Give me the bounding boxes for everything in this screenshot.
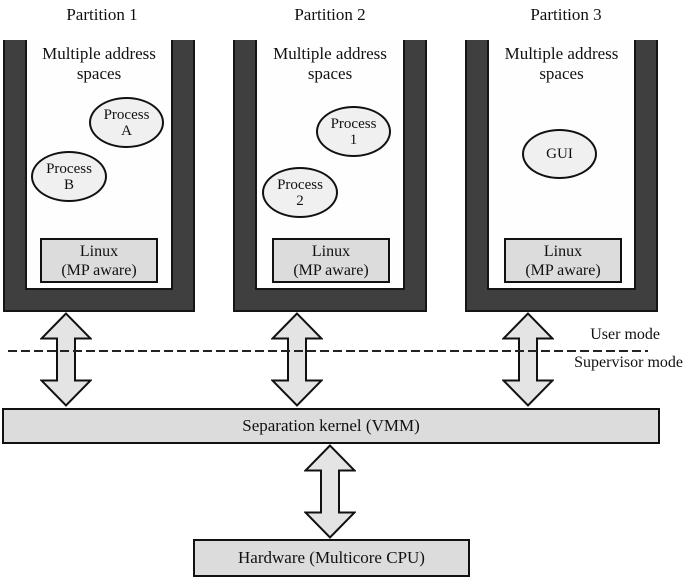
partition-1-os-box: Linux (MP aware)	[40, 238, 158, 283]
partition-2-title: Partition 2	[294, 5, 366, 24]
partition-3-subtitle: Multiple address spaces	[504, 44, 619, 83]
hardware-box: Hardware (Multicore CPU)	[193, 539, 470, 577]
partition-3-container: Multiple address spaces	[465, 40, 658, 312]
partition-1-subtitle: Multiple address spaces	[42, 44, 156, 83]
kernel-hardware-arrow-icon	[304, 444, 356, 539]
gui-ellipse: GUI	[522, 129, 597, 179]
partition-3-os-box: Linux (MP aware)	[504, 238, 622, 283]
user-mode-label: User mode	[590, 326, 660, 343]
mode-boundary-dashline	[8, 350, 648, 352]
partition-1-kernel-arrow-icon	[40, 312, 92, 407]
process-a-ellipse: Process A	[89, 97, 164, 148]
process-1-ellipse: Process 1	[316, 106, 391, 157]
partition-2-kernel-arrow-icon	[271, 312, 323, 407]
partition-3-title: Partition 3	[530, 5, 602, 24]
partition-1-title: Partition 1	[66, 5, 138, 24]
partition-3-kernel-arrow-icon	[502, 312, 554, 407]
separation-kernel-box: Separation kernel (VMM)	[2, 408, 660, 444]
partition-2-os-box: Linux (MP aware)	[272, 238, 390, 283]
partition-2-subtitle: Multiple address spaces	[273, 44, 387, 83]
supervisor-mode-label: Supervisor mode	[574, 354, 683, 371]
process-b-ellipse: Process B	[31, 151, 107, 202]
process-2-ellipse: Process 2	[262, 167, 338, 218]
